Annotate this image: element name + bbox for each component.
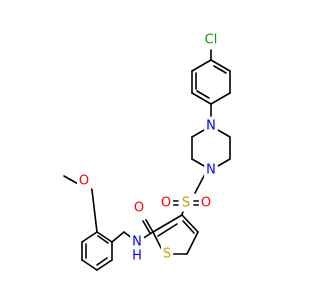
bond (81, 259, 98, 271)
atom-label-n_bottom: N (206, 163, 216, 178)
bond (81, 231, 98, 243)
bond (191, 59, 212, 72)
atom-label-background (130, 247, 144, 265)
atom-label-s_sulfonyl: S (182, 196, 190, 211)
bond (210, 92, 231, 105)
atom-label-background (160, 245, 174, 263)
bond (191, 92, 212, 105)
atom-label-h_amide: H (132, 249, 142, 264)
atom-label-o_methoxy: O (79, 174, 89, 189)
atom-label-background (204, 161, 218, 179)
bond (96, 257, 108, 266)
bond (96, 231, 113, 243)
atom-label-background (179, 194, 193, 212)
bond (213, 65, 227, 74)
atom-label-background (130, 233, 144, 251)
bond (182, 220, 195, 234)
bond (196, 90, 210, 99)
bond (186, 231, 199, 255)
atom-label-o_sulfonyl_right: O (201, 196, 211, 211)
atom-label-n_amide: N (132, 235, 142, 250)
bond (152, 231, 163, 251)
bond (111, 231, 125, 243)
bond (142, 220, 151, 234)
atom-label-n_top: N (206, 119, 216, 134)
atom-label-cl: Cl (205, 33, 218, 48)
atom-label-background (198, 194, 214, 212)
bond (157, 223, 178, 237)
atom-label-o_sulfonyl_left: O (161, 196, 171, 211)
atom-label-background (202, 31, 220, 49)
bond (194, 173, 206, 194)
bond (145, 219, 154, 233)
bond (210, 59, 231, 72)
bond (152, 214, 183, 233)
bond (181, 214, 199, 233)
bond (96, 259, 113, 271)
bonds (63, 49, 231, 271)
bond (97, 235, 109, 244)
atom-label-background (131, 199, 147, 217)
atom-label-background (158, 194, 174, 212)
atom-label-background (76, 172, 92, 190)
atom-label-s_thiophene: S (163, 247, 171, 262)
atom-label-background (204, 117, 218, 135)
atom-label-o_carbonyl: O (134, 201, 144, 216)
bond (91, 189, 98, 233)
